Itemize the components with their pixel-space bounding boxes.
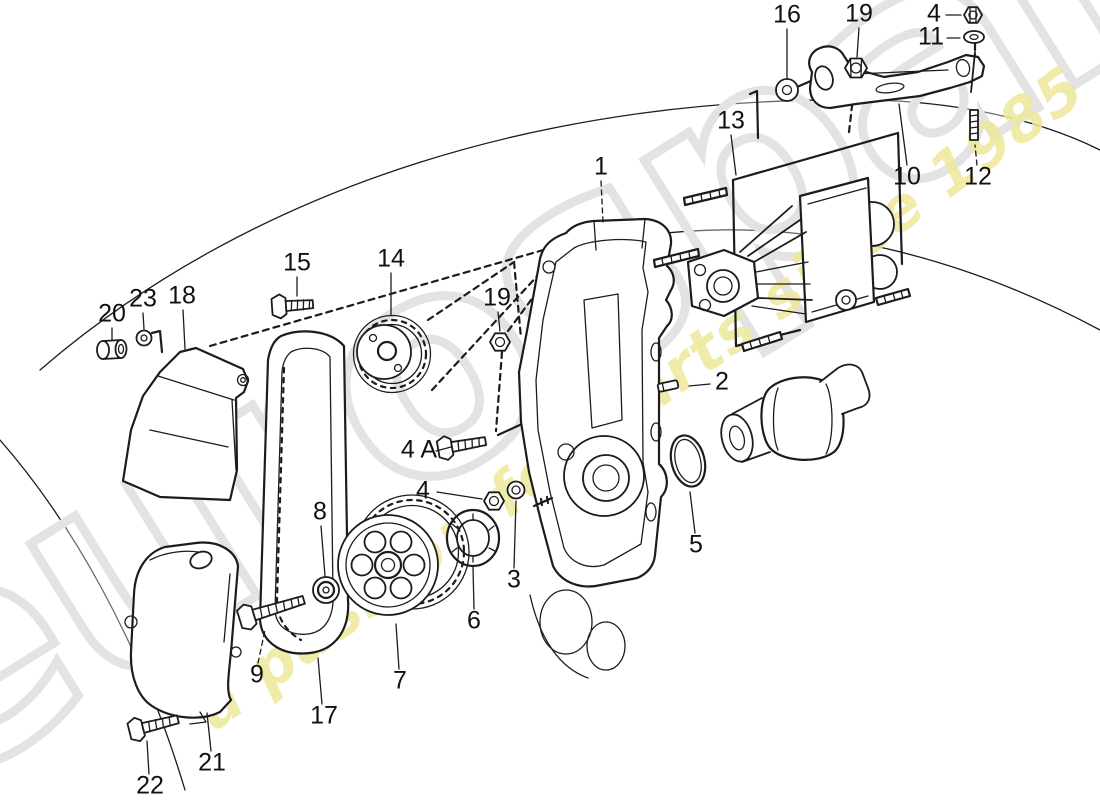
part-20-sleeve: [96, 339, 128, 360]
callout-label-7: 7: [393, 667, 407, 695]
callout-label-20: 20: [98, 300, 126, 328]
part-21-lower-cover: [124, 541, 242, 725]
callout-leader-5: [689, 491, 696, 534]
callout-leader-7: [395, 623, 400, 670]
part-8-bearing: [312, 576, 340, 604]
part-11-washer: [963, 30, 985, 44]
part-15-bolt: [270, 293, 315, 320]
drive-coupling: [720, 363, 871, 463]
part-2-pin: [656, 379, 680, 393]
callout-label-6: 6: [467, 607, 481, 635]
callout-label-9: 9: [250, 661, 264, 689]
callout-leader-4a: [435, 446, 452, 452]
callout-leader-17: [317, 657, 323, 705]
callout-leader-19-mid: [497, 311, 501, 332]
callout-leader-18: [182, 309, 186, 350]
callout-leader-9: [257, 629, 266, 664]
callout-label-21: 21: [198, 749, 226, 777]
watermark-swoosh: [0, 99, 1100, 791]
part-14-gear: [352, 314, 432, 394]
part-3-washer: [506, 480, 526, 500]
part-9-bolt: [236, 595, 306, 631]
callout-label-4-mid: 4: [416, 477, 430, 505]
part-13-pump: [652, 176, 912, 353]
callout-label-4-top: 4: [927, 0, 941, 28]
callout-label-12: 12: [964, 163, 992, 191]
callout-label-19-top: 19: [845, 0, 873, 28]
callout-leader-21: [206, 712, 212, 752]
callout-leader-1: [600, 180, 604, 223]
part-23-washer: [135, 329, 153, 347]
callout-label-22: 22: [136, 772, 164, 800]
part-10-bracket: [808, 45, 986, 110]
callout-label-13: 13: [717, 107, 745, 135]
part-7-pulley: [337, 494, 470, 616]
part-1-timing-cover: [517, 217, 675, 679]
part-4-nut-top: [963, 6, 983, 24]
callout-leader-12: [974, 144, 978, 166]
callout-label-19-mid: 19: [483, 284, 511, 312]
callout-label-10: 10: [893, 163, 921, 191]
callout-label-23: 23: [129, 285, 157, 313]
part-6-seal-ring: [445, 508, 501, 568]
part-19-nut-mid: [489, 332, 511, 352]
callout-label-15: 15: [283, 249, 311, 277]
callout-leader-23: [142, 312, 145, 330]
timing-belt: [258, 330, 350, 655]
callout-leader-10: [898, 103, 908, 166]
part-19-nut-top: [844, 57, 868, 79]
callout-leader-2: [688, 383, 711, 387]
callout-leader-22: [146, 740, 150, 775]
callout-label-17: 17: [310, 702, 338, 730]
part-5-o-ring: [669, 434, 707, 488]
callout-leader-13: [730, 134, 737, 176]
callout-label-11: 11: [918, 23, 944, 51]
callout-label-18: 18: [168, 282, 196, 310]
callout-leader-8: [320, 525, 326, 577]
callout-label-8: 8: [313, 498, 327, 526]
callout-label-4a: 4 A: [401, 436, 437, 464]
callout-label-16: 16: [773, 1, 801, 29]
callout-leader-19-top: [856, 27, 860, 58]
part-22-bolt: [126, 714, 180, 742]
part-18-upper-cover: [121, 346, 250, 502]
callout-leader-6: [472, 566, 475, 610]
callout-label-3: 3: [507, 566, 521, 594]
part-16-washer: [775, 78, 799, 102]
callout-label-5: 5: [689, 531, 703, 559]
part-12-stud: [969, 109, 979, 141]
callout-label-1: 1: [594, 153, 608, 181]
callout-label-2: 2: [715, 368, 729, 396]
callout-label-14: 14: [377, 245, 405, 273]
part-4-nut-mid: [483, 491, 505, 511]
callout-leader-4-mid: [436, 491, 483, 500]
callout-leader-3: [513, 500, 517, 569]
